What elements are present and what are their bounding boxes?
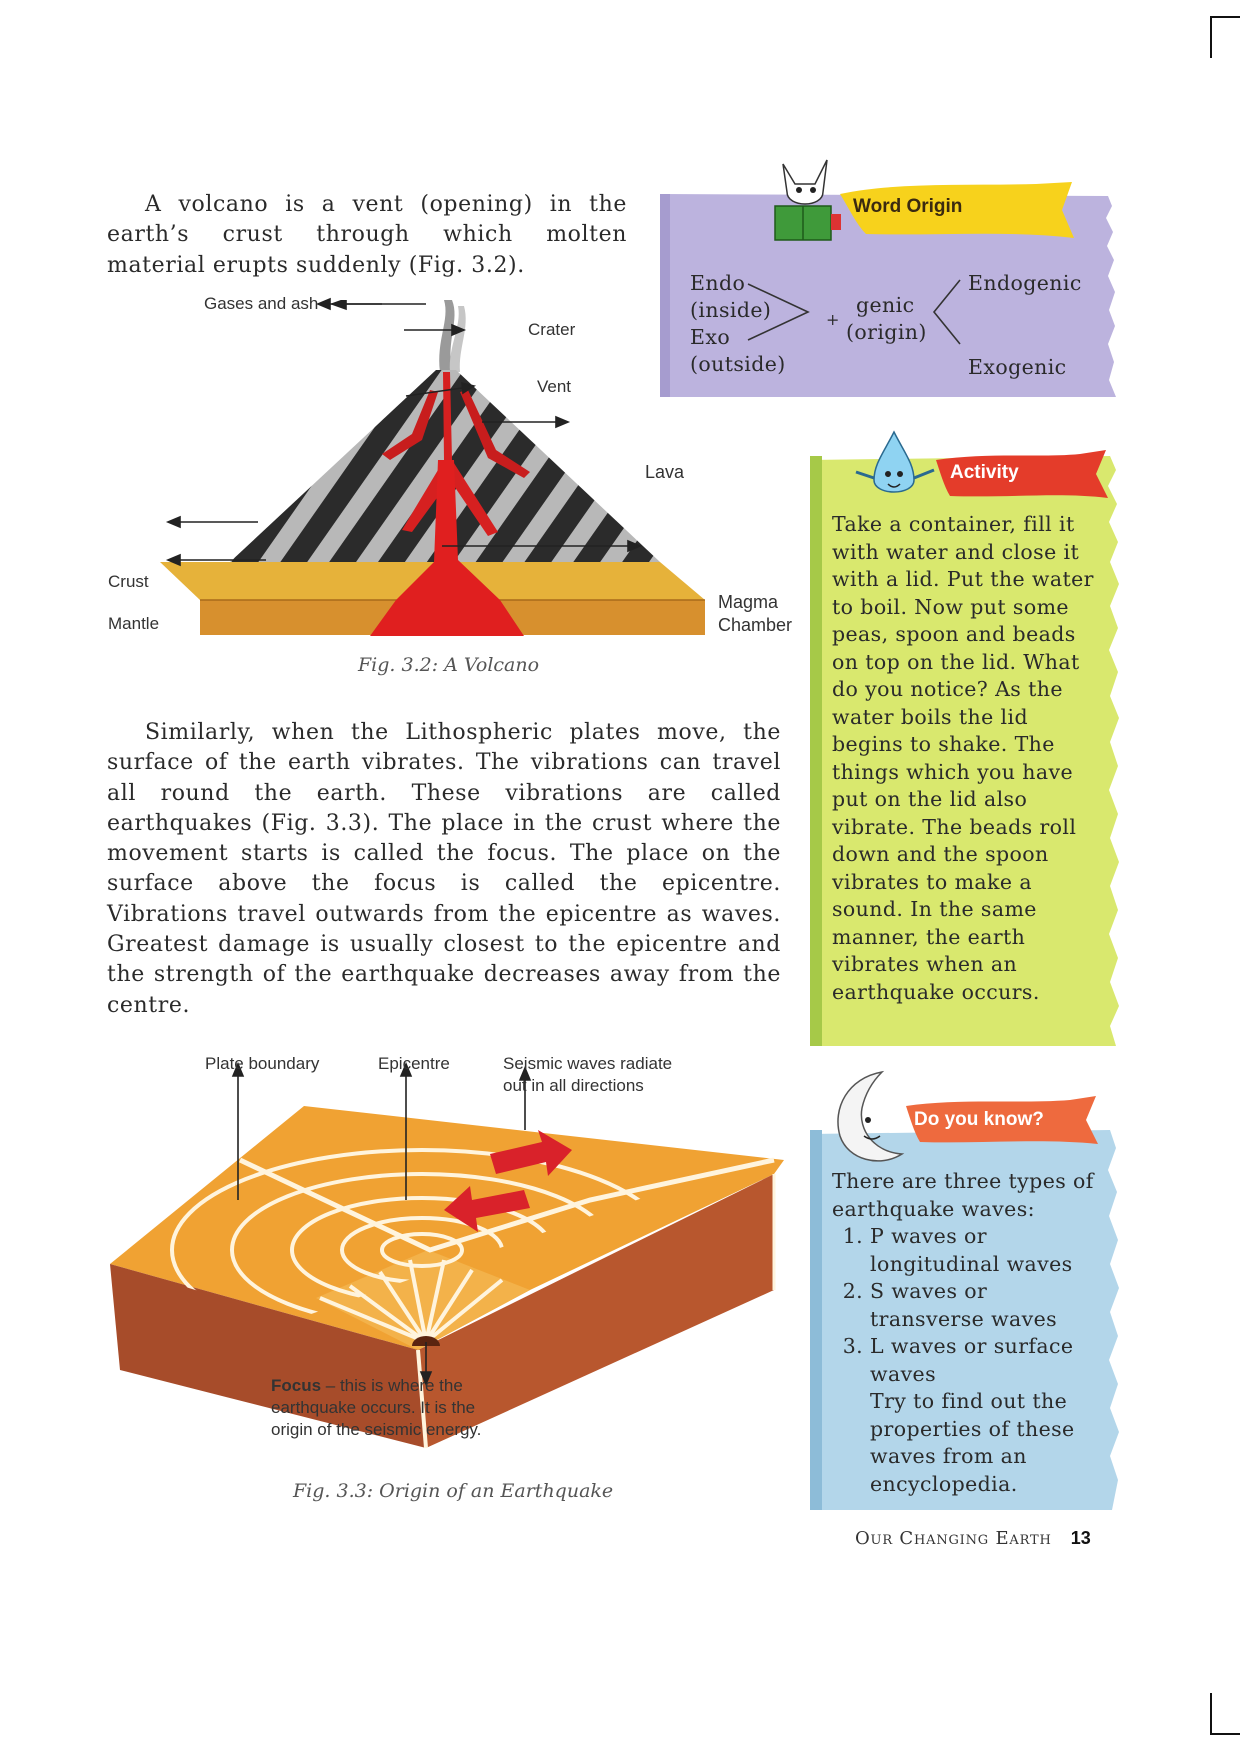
list-item: L waves or surface waves bbox=[870, 1333, 1100, 1388]
word-exogenic: Exogenic bbox=[968, 355, 1067, 379]
do-you-know-outro: Try to find out the properties of these … bbox=[870, 1389, 1075, 1496]
label-mantle: Mantle bbox=[108, 614, 160, 633]
word-origin-box: Endo (inside) Exo (outside) + genic (ori… bbox=[660, 194, 1116, 397]
label-seismic-1: Seismic waves radiate bbox=[503, 1054, 673, 1073]
volcano-paragraph: A volcano is a vent (opening) in the ear… bbox=[107, 192, 627, 278]
volcano-leader-lines bbox=[165, 297, 643, 567]
word-endo: Endo bbox=[690, 271, 746, 295]
earthquake-caption: Fig. 3.3: Origin of an Earthquake bbox=[293, 1480, 614, 1502]
word-genic: genic bbox=[856, 293, 915, 317]
earthquake-illustration bbox=[110, 1061, 784, 1449]
label-chamber: Chamber bbox=[718, 615, 793, 635]
label-epicentre: Epicentre bbox=[378, 1054, 450, 1073]
activity-title: Activity bbox=[950, 462, 1019, 483]
do-you-know-banner bbox=[906, 1096, 1098, 1144]
word-exo-meaning: (outside) bbox=[690, 352, 786, 376]
word-exo: Exo bbox=[690, 325, 731, 349]
activity-text: Take a container, fill it with water and… bbox=[832, 512, 1094, 1004]
word-origin-title: Word Origin bbox=[853, 196, 963, 217]
activity-banner bbox=[936, 450, 1108, 498]
word-origin-connectors bbox=[747, 279, 961, 345]
word-origin-background bbox=[660, 194, 1116, 397]
volcano-illustration bbox=[160, 300, 705, 636]
label-lava: Lava bbox=[645, 462, 685, 482]
word-genic-meaning: (origin) bbox=[846, 320, 927, 344]
label-seismic-2: out in all directions bbox=[503, 1076, 644, 1095]
label-focus-1: Focus – this is where the bbox=[271, 1376, 463, 1396]
label-focus-rest: – this is where the bbox=[321, 1376, 463, 1395]
word-endo-meaning: (inside) bbox=[690, 298, 772, 322]
earthquake-paragraph: Similarly, when the Lithospheric plates … bbox=[107, 720, 781, 1018]
cat-mascot-icon bbox=[774, 159, 841, 241]
do-you-know-background bbox=[810, 1130, 1119, 1510]
list-item: P waves or longitudinal waves bbox=[870, 1223, 1100, 1278]
word-endogenic: Endogenic bbox=[968, 271, 1082, 295]
do-you-know-title: Do you know? bbox=[914, 1109, 1044, 1130]
do-you-know-intro: There are three types of earthquake wave… bbox=[832, 1169, 1094, 1221]
label-crust: Crust bbox=[108, 572, 149, 591]
label-magma: Magma bbox=[718, 592, 779, 612]
crop-mark-bottom bbox=[1210, 1693, 1240, 1735]
label-gases-ash: Gases and ash bbox=[204, 294, 319, 313]
volcano-caption: Fig. 3.2: A Volcano bbox=[358, 654, 540, 676]
activity-background bbox=[810, 456, 1119, 1046]
moon-mascot-icon bbox=[837, 1070, 905, 1162]
page-footer: Our Changing Earth 13 bbox=[855, 1528, 1091, 1549]
word-plus: + bbox=[826, 310, 840, 329]
list-item: S waves or transverse waves bbox=[870, 1278, 1100, 1333]
label-crater: Crater bbox=[528, 320, 576, 339]
word-origin-banner bbox=[840, 182, 1074, 238]
wave-type-list: P waves or longitudinal waves S waves or… bbox=[832, 1223, 1100, 1388]
label-vent: Vent bbox=[537, 377, 572, 396]
footer-chapter: Our Changing Earth bbox=[855, 1528, 1052, 1549]
water-drop-mascot-icon bbox=[855, 430, 935, 493]
footer-page-number: 13 bbox=[1070, 1528, 1091, 1548]
do-you-know-content: There are three types of earthquake wave… bbox=[832, 1168, 1100, 1498]
label-focus-3: origin of the seismic energy. bbox=[271, 1420, 482, 1439]
crop-mark-top bbox=[1210, 16, 1240, 58]
label-plate-boundary: Plate boundary bbox=[205, 1054, 320, 1073]
label-focus-2: earthquake occurs. It is the bbox=[271, 1398, 476, 1417]
label-focus-bold: Focus bbox=[271, 1376, 322, 1395]
